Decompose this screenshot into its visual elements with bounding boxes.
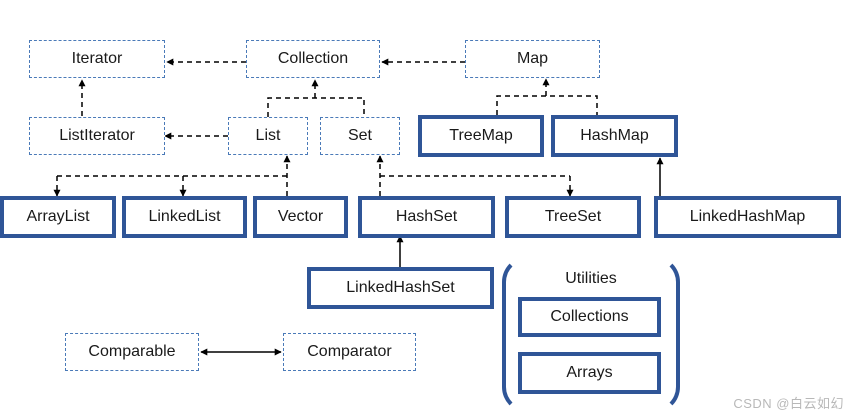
utilities-title: Utilities bbox=[565, 270, 617, 287]
node-set: Set bbox=[320, 117, 400, 155]
node-linkedlist: LinkedList bbox=[122, 196, 247, 238]
node-comparable: Comparable bbox=[65, 333, 199, 371]
node-collections: Collections bbox=[518, 297, 661, 337]
node-hashset: HashSet bbox=[358, 196, 495, 238]
node-list: List bbox=[228, 117, 308, 155]
node-arrays: Arrays bbox=[518, 352, 661, 394]
node-collection: Collection bbox=[246, 40, 380, 78]
node-map: Map bbox=[465, 40, 600, 78]
node-iterator: Iterator bbox=[29, 40, 165, 78]
node-vector: Vector bbox=[253, 196, 348, 238]
node-hashmap: HashMap bbox=[551, 115, 678, 157]
utilities-group bbox=[502, 256, 680, 413]
watermark: CSDN @白云如幻 bbox=[733, 396, 844, 411]
node-treeset: TreeSet bbox=[505, 196, 641, 238]
node-arraylist: ArrayList bbox=[0, 196, 116, 238]
node-linkedhashmap: LinkedHashMap bbox=[654, 196, 841, 238]
node-linkedhashset: LinkedHashSet bbox=[307, 267, 494, 309]
node-comparator: Comparator bbox=[283, 333, 416, 371]
edge-list-set-bracket bbox=[267, 97, 365, 117]
node-treemap: TreeMap bbox=[418, 115, 544, 157]
edge-maps-bracket bbox=[496, 95, 598, 115]
node-listiterator: ListIterator bbox=[29, 117, 165, 155]
